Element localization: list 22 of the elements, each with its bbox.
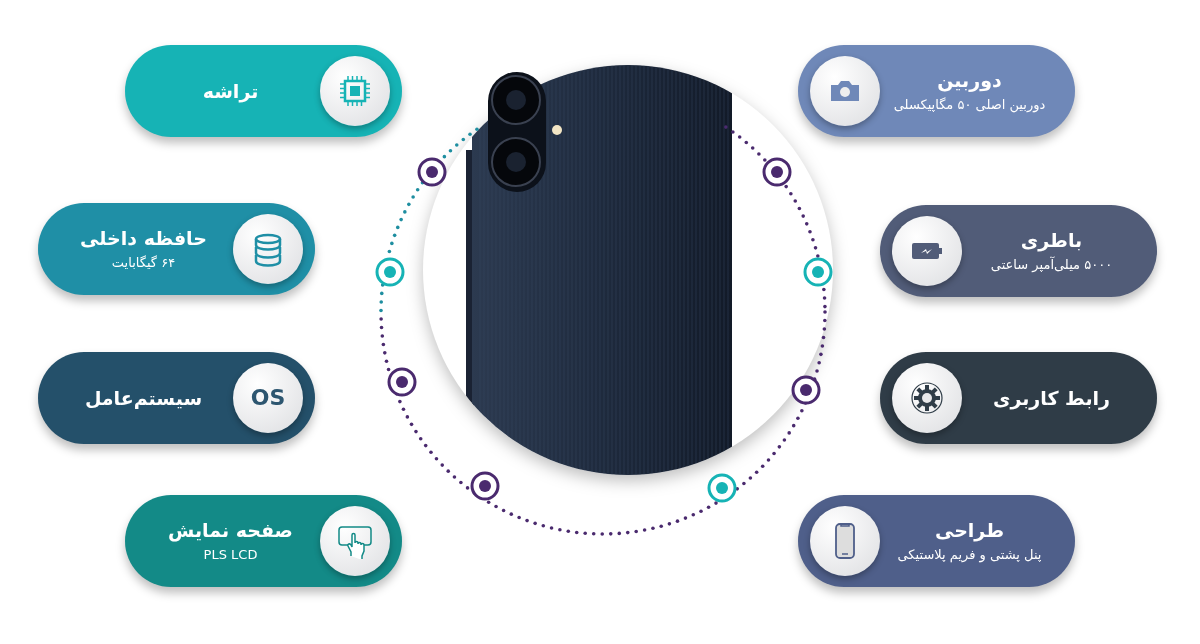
card-title: باطری bbox=[1020, 228, 1083, 253]
card-title: سیستم‌عامل bbox=[84, 386, 203, 411]
card-subtitle: PLS LCD bbox=[203, 546, 258, 564]
feature-card bbox=[38, 352, 315, 444]
card-title: تراشه bbox=[202, 79, 259, 104]
card-subtitle: ۶۴ گیگابایت bbox=[111, 254, 176, 272]
card-title: رابط کاربری bbox=[993, 386, 1111, 411]
card-subtitle: ۵۰۰۰ میلی‌آمپر ساعتی bbox=[990, 255, 1113, 274]
card-subtitle: دوربین اصلی ۵۰ مگاپیکسلی bbox=[893, 96, 1046, 115]
feature-card bbox=[798, 495, 1075, 587]
card-title: طراحی bbox=[934, 518, 1005, 543]
card-title: دوربین bbox=[937, 68, 1002, 93]
card-subtitle: پنل پشتی و فریم پلاستیکی bbox=[897, 546, 1042, 565]
card-title: صفحه نمایش bbox=[168, 518, 293, 543]
feature-card bbox=[880, 205, 1157, 297]
os-label: OS bbox=[249, 384, 287, 412]
feature-card bbox=[798, 45, 1075, 137]
card-title: حافظه داخلی bbox=[80, 226, 207, 251]
feature-card bbox=[125, 495, 402, 587]
feature-card bbox=[125, 45, 402, 137]
feature-card bbox=[880, 352, 1157, 444]
feature-card bbox=[38, 203, 315, 295]
